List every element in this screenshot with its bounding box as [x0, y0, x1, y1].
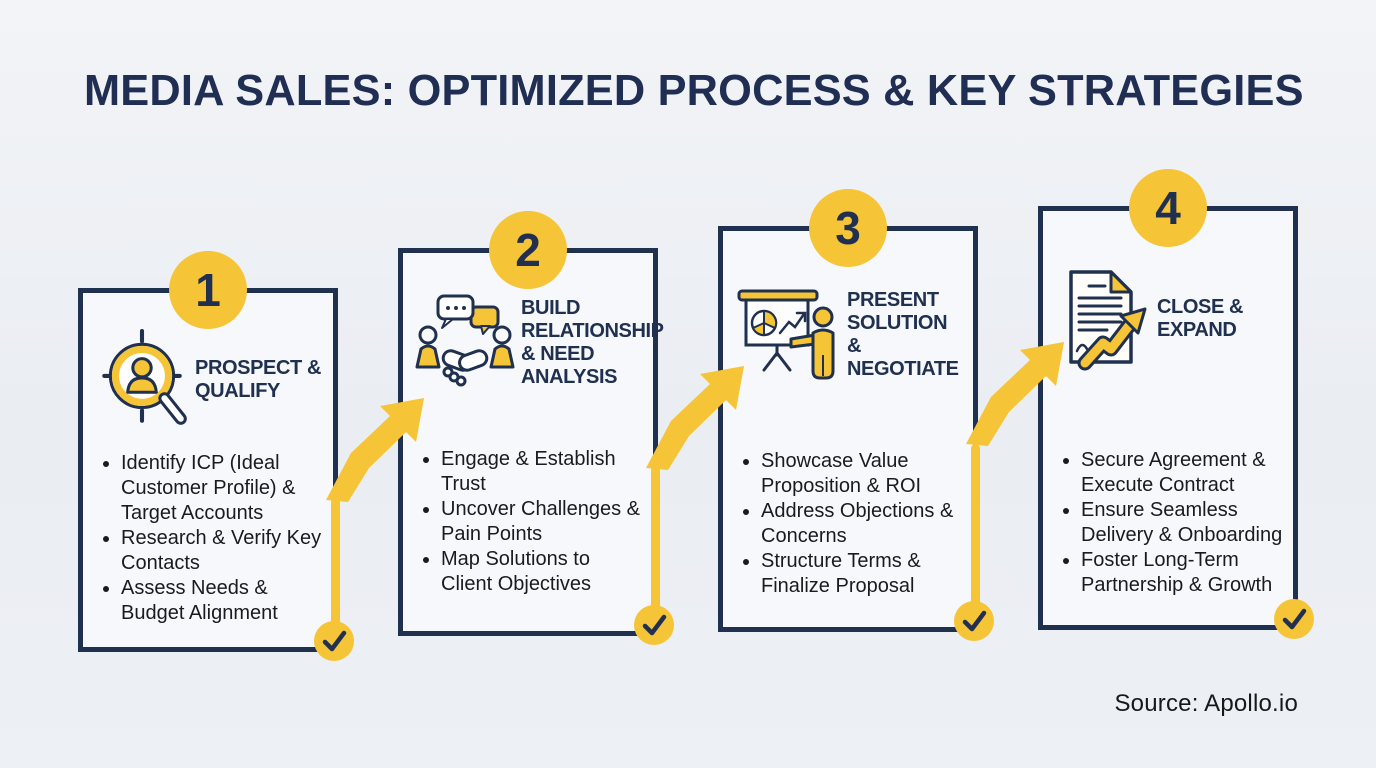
- bullet-item: Engage & Establish Trust: [441, 447, 645, 497]
- step-bullet-list: Identify ICP (Ideal Customer Profile) & …: [99, 451, 325, 626]
- step-bullet-list: Showcase Value Proposition & ROI Address…: [739, 449, 965, 599]
- step-card-4: 4: [1038, 169, 1314, 639]
- flow-arrow-icon: [966, 342, 1064, 446]
- flow-arrow-icon: [646, 366, 744, 470]
- presentation-icon: [735, 283, 841, 387]
- bullet-item: Assess Needs & Budget Alignment: [121, 576, 325, 626]
- step-header: PROSPECT & QUALIFY: [83, 327, 333, 433]
- page-title: MEDIA SALES: OPTIMIZED PROCESS & KEY STR…: [84, 66, 1304, 115]
- step-number-badge: 1: [169, 251, 247, 329]
- step-card-1: 1 PROSPECT & QUALIFY Identi: [78, 251, 354, 661]
- progress-line: [331, 498, 340, 628]
- contract-growth-icon: [1055, 267, 1151, 371]
- bullet-item: Uncover Challenges & Pain Points: [441, 497, 645, 547]
- step-card-2: 2: [398, 211, 674, 645]
- flow-arrow-icon: [326, 398, 424, 502]
- step-title: PRESENT SOLUTION & NEGOTIATE: [847, 289, 959, 380]
- step-number-badge: 3: [809, 189, 887, 267]
- bullet-item: Showcase Value Proposition & ROI: [761, 449, 965, 499]
- step-header: CLOSE & EXPAND: [1043, 267, 1293, 371]
- prospect-magnifier-icon: [95, 327, 189, 433]
- source-attribution: Source: Apollo.io: [1114, 690, 1298, 717]
- step-header: BUILD RELATIONSHIP & NEED ANALYSIS: [403, 293, 664, 393]
- bullet-item: Foster Long-Term Partnership & Growth: [1081, 548, 1285, 598]
- bullet-item: Identify ICP (Ideal Customer Profile) & …: [121, 451, 325, 526]
- step-number-badge: 4: [1129, 169, 1207, 247]
- step-card-3: 3: [718, 189, 994, 641]
- step-bullet-list: Engage & Establish Trust Uncover Challen…: [419, 447, 645, 597]
- step-header: PRESENT SOLUTION & NEGOTIATE: [723, 283, 973, 387]
- bullet-item: Research & Verify Key Contacts: [121, 526, 325, 576]
- handshake-icon: [415, 293, 515, 393]
- step-title: BUILD RELATIONSHIP & NEED ANALYSIS: [521, 297, 664, 388]
- bullet-item: Ensure Seamless Delivery & Onboarding: [1081, 498, 1285, 548]
- step-bullet-list: Secure Agreement & Execute Contract Ensu…: [1059, 448, 1285, 598]
- step-title: CLOSE & EXPAND: [1157, 296, 1244, 341]
- bullet-item: Structure Terms & Finalize Proposal: [761, 549, 965, 599]
- step-number-badge: 2: [489, 211, 567, 289]
- bullet-item: Address Objections & Concerns: [761, 499, 965, 549]
- step-title: PROSPECT & QUALIFY: [195, 357, 322, 402]
- bullet-item: Secure Agreement & Execute Contract: [1081, 448, 1285, 498]
- progress-line: [651, 466, 660, 612]
- check-icon: [1274, 599, 1314, 639]
- bullet-item: Map Solutions to Client Objectives: [441, 547, 645, 597]
- progress-line: [971, 444, 980, 612]
